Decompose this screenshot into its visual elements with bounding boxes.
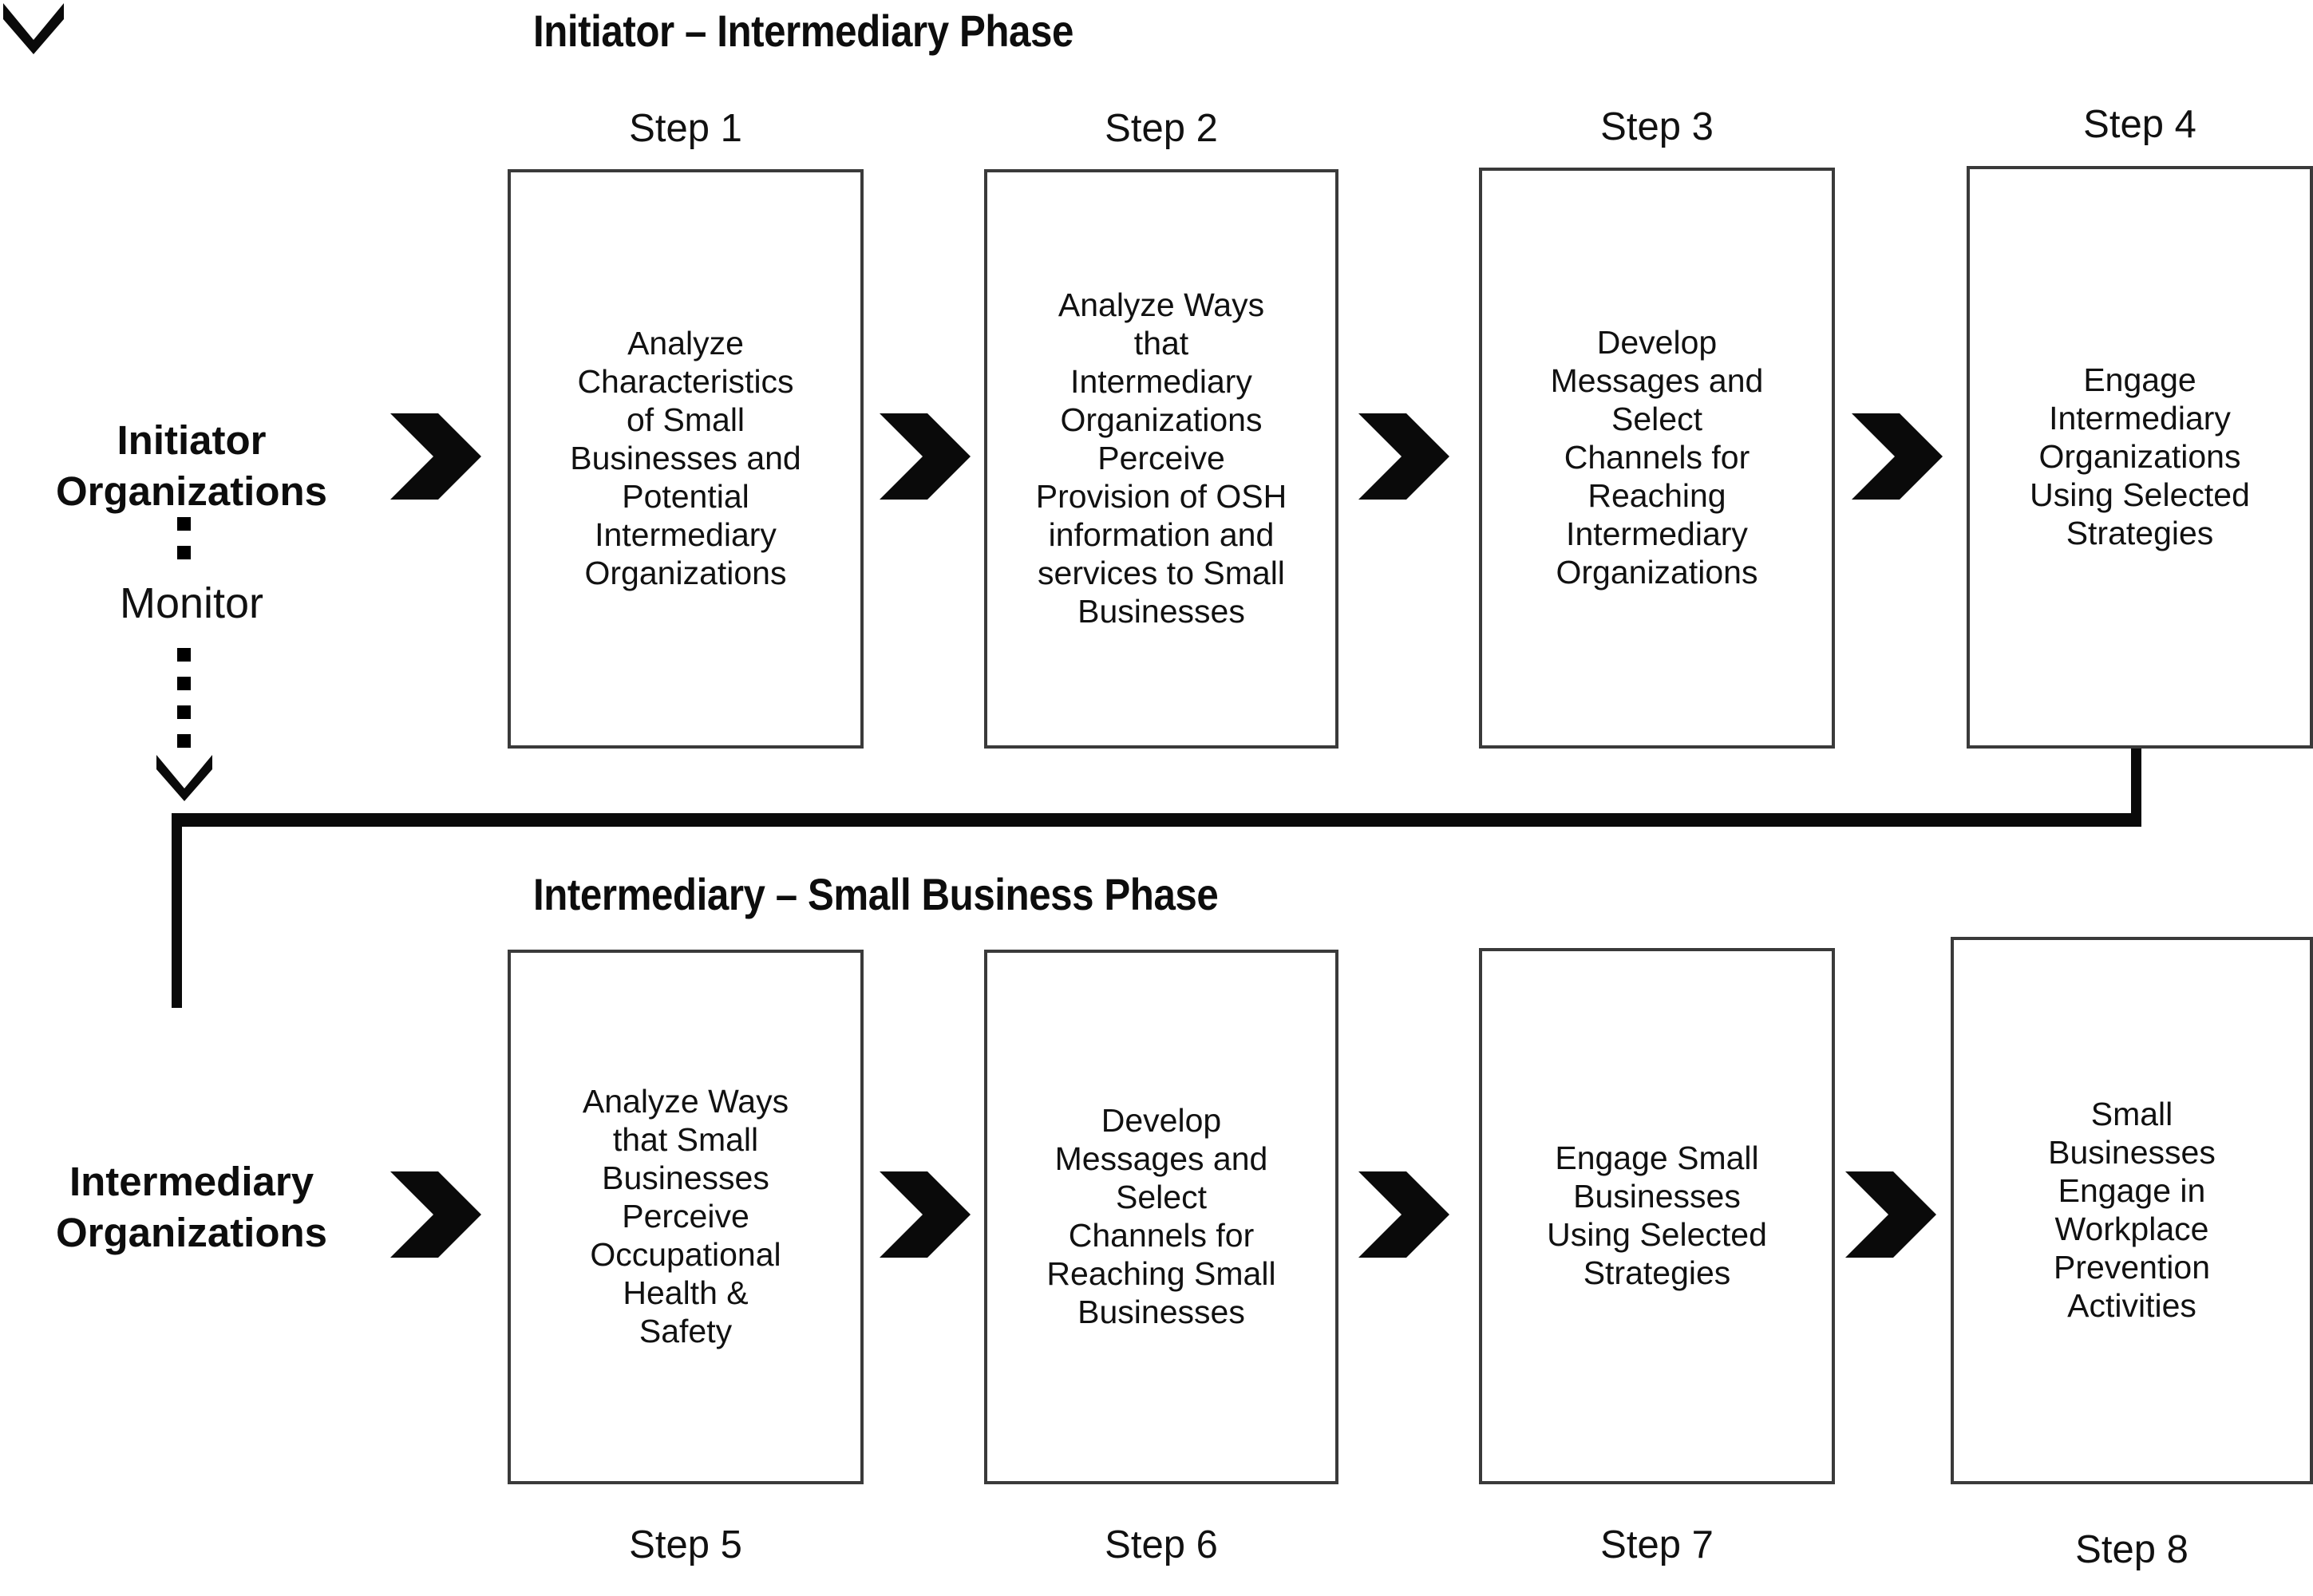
step-box-4-text: Engage Intermediary Organizations Using … xyxy=(2030,361,2250,551)
step-box-5[interactable]: Analyze Ways that Small Businesses Perce… xyxy=(508,950,864,1484)
step-label-4: Step 4 xyxy=(2083,103,2196,146)
step-box-7-text: Engage Small Businesses Using Selected S… xyxy=(1547,1140,1767,1291)
feedback-loop-arrowhead-down-icon xyxy=(0,0,67,54)
chevron-arrow-icon-step7-to-step8 xyxy=(1844,1170,1938,1259)
actor-label-intermediary-organizations: Intermediary Organizations xyxy=(55,1159,328,1256)
step-box-6-text: Develop Messages and Select Channels for… xyxy=(1046,1102,1276,1330)
chevron-arrow-icon-initiator-to-step1 xyxy=(389,412,483,501)
step-label-7: Step 7 xyxy=(1600,1523,1714,1566)
step-label-8: Step 8 xyxy=(2075,1528,2188,1571)
monitor-label: Monitor xyxy=(119,579,264,627)
chevron-arrow-icon-step1-to-step2 xyxy=(878,412,972,501)
actor-label-initiator-organizations: Initiator Organizations xyxy=(55,417,328,515)
phase-title-initiator-intermediary: Initiator – Intermediary Phase xyxy=(533,6,1073,56)
step-label-3: Step 3 xyxy=(1600,105,1714,148)
feedback-loop-segment-horizontal xyxy=(172,813,2141,827)
feedback-loop-segment-vertical-left xyxy=(172,813,182,1008)
chevron-arrow-icon-step2-to-step3 xyxy=(1357,412,1451,501)
monitor-arrowhead-down-icon xyxy=(153,752,215,801)
step-box-6[interactable]: Develop Messages and Select Channels for… xyxy=(984,950,1338,1484)
step-box-2[interactable]: Analyze Ways that Intermediary Organizat… xyxy=(984,169,1338,749)
step-label-6: Step 6 xyxy=(1105,1523,1218,1566)
step-box-1-text: Analyze Characteristics of Small Busines… xyxy=(570,325,801,591)
chevron-arrow-icon-intermediary-to-step5 xyxy=(389,1170,483,1259)
chevron-arrow-icon-step3-to-step4 xyxy=(1850,412,1944,501)
phase-title-intermediary-small-business: Intermediary – Small Business Phase xyxy=(533,869,1219,919)
step-box-8[interactable]: Small Businesses Engage in Workplace Pre… xyxy=(1951,937,2313,1484)
step-box-1[interactable]: Analyze Characteristics of Small Busines… xyxy=(508,169,864,749)
step-box-4[interactable]: Engage Intermediary Organizations Using … xyxy=(1967,166,2313,749)
monitor-dotted-line-upper xyxy=(177,517,191,563)
step-box-3[interactable]: Develop Messages and Select Channels for… xyxy=(1479,168,1835,749)
step-label-1: Step 1 xyxy=(629,107,742,150)
step-label-2: Step 2 xyxy=(1105,107,1218,150)
chevron-arrow-icon-step5-to-step6 xyxy=(878,1170,972,1259)
step-box-5-text: Analyze Ways that Small Businesses Perce… xyxy=(582,1083,789,1349)
step-label-5: Step 5 xyxy=(629,1523,742,1566)
step-box-2-text: Analyze Ways that Intermediary Organizat… xyxy=(1035,286,1287,630)
chevron-arrow-icon-step6-to-step7 xyxy=(1357,1170,1451,1259)
monitor-dotted-line-lower xyxy=(177,648,191,761)
feedback-loop-segment-vertical-right xyxy=(2131,742,2141,822)
step-box-3-text: Develop Messages and Select Channels for… xyxy=(1550,324,1764,591)
step-box-7[interactable]: Engage Small Businesses Using Selected S… xyxy=(1479,948,1835,1484)
step-box-8-text: Small Businesses Engage in Workplace Pre… xyxy=(2048,1096,2216,1324)
